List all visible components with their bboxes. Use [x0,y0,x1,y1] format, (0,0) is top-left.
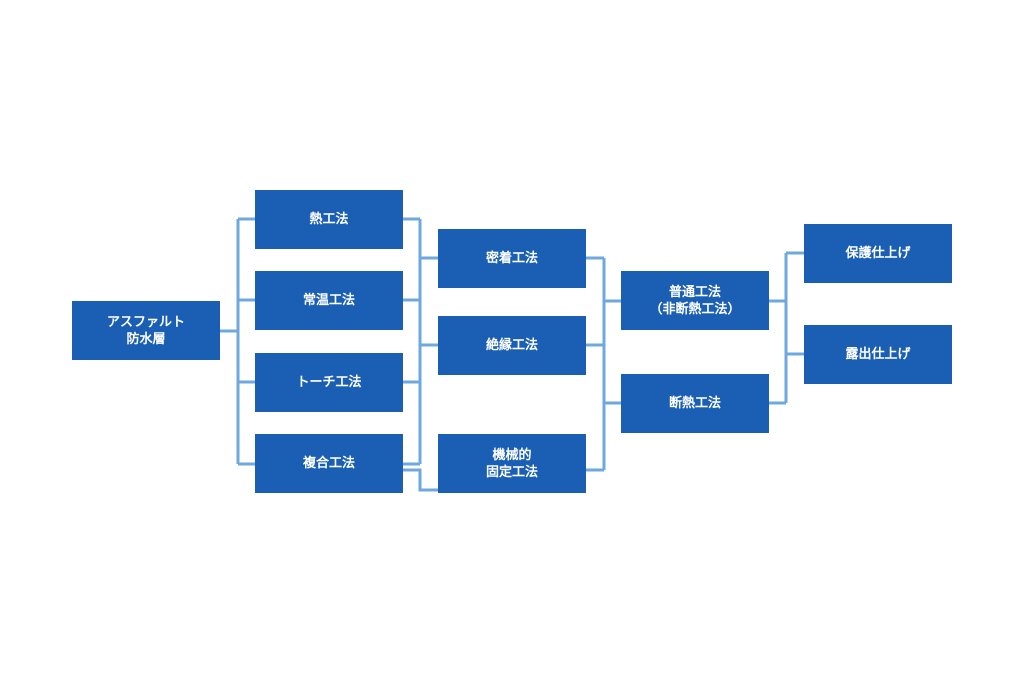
insulation-node-label: 普通工法 （非断熱工法） [649,284,741,317]
attachment-node-label: 密着工法 [485,251,538,266]
attachment-node-micchaku: 密着工法 [438,229,586,288]
method-node-label: 複合工法 [302,456,355,471]
method-node-fukugou: 複合工法 [255,434,403,493]
connector-to-kikai [403,468,438,492]
attachment-node-label: 絶縁工法 [485,338,538,353]
root-node-label: アスファルト 防水層 [106,314,185,347]
insulation-node-label: 断熱工法 [668,396,721,411]
finish-node-label: 露出仕上げ [845,347,911,362]
insulation-node-futsuu: 普通工法 （非断熱工法） [621,271,769,330]
finish-node-roshutsu: 露出仕上げ [804,325,952,384]
attachment-node-zetsuen: 絶縁工法 [438,316,586,375]
attachment-node-label: 機械的 固定工法 [485,447,538,480]
method-node-netsu: 熱工法 [255,190,403,249]
method-node-torch: トーチ工法 [255,353,403,412]
finish-node-hogo: 保護仕上げ [804,224,952,283]
finish-node-label: 保護仕上げ [845,246,911,261]
attachment-node-kikaiteki-kotei: 機械的 固定工法 [438,434,586,493]
method-node-jouon: 常温工法 [255,271,403,330]
method-node-label: 熱工法 [309,212,349,227]
root-node-asphalt-waterproof-layer: アスファルト 防水層 [72,301,220,360]
insulation-node-dannetsu: 断熱工法 [621,374,769,433]
method-node-label: トーチ工法 [296,375,362,390]
method-node-label: 常温工法 [302,293,355,308]
